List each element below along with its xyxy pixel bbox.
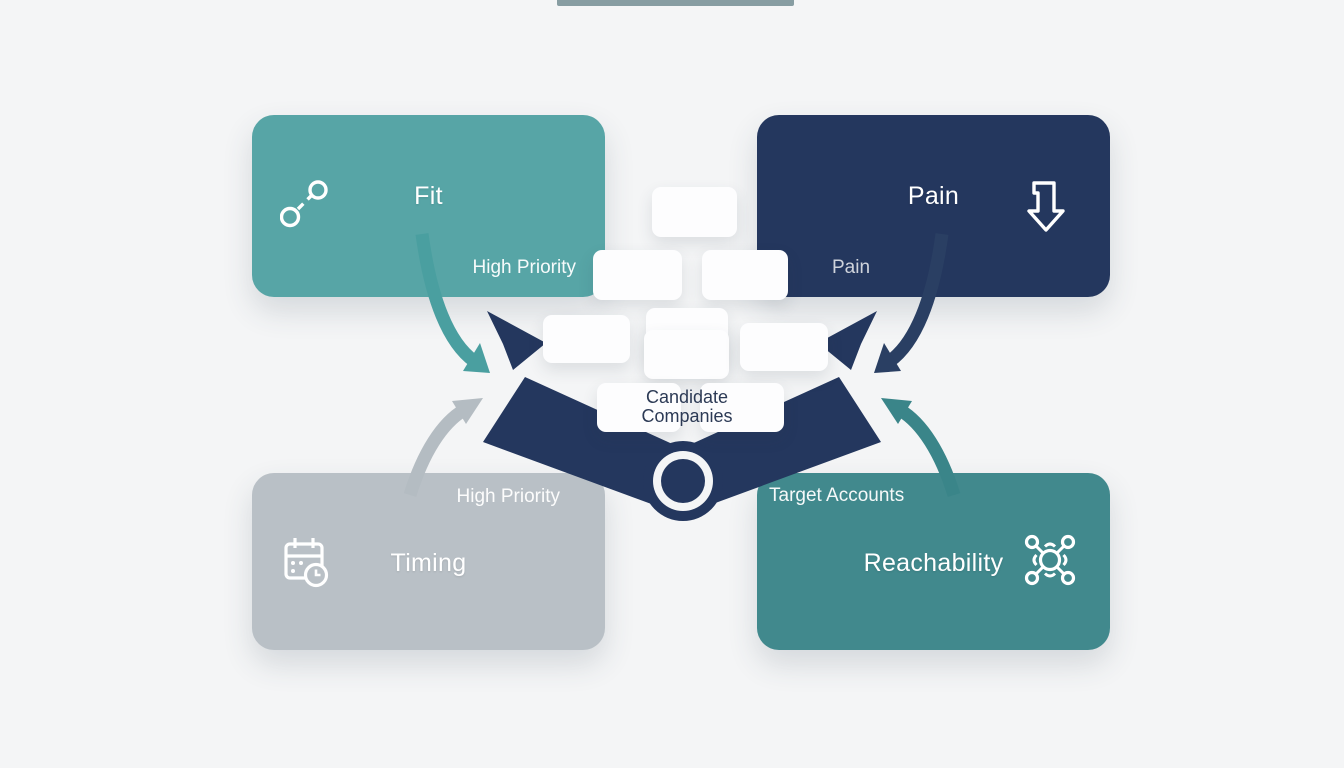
candidate-card: [702, 250, 788, 300]
candidate-card: [652, 187, 737, 237]
center-label: Candidate Companies: [641, 387, 733, 426]
quadrant-tag: High Priority: [472, 257, 576, 278]
candidate-card: [700, 383, 784, 432]
quadrant-title: Timing: [390, 549, 467, 577]
quadrant-title: Reachability: [863, 549, 1004, 577]
quadrant-tag: High Priority: [456, 486, 560, 507]
top-accent-bar: [557, 0, 794, 6]
hub-ring: [643, 441, 723, 521]
quadrant-title: Pain: [907, 182, 960, 210]
candidate-card: [597, 383, 681, 432]
candidate-card: [543, 315, 630, 363]
quadrant-reachability: Reachability Target Accounts: [757, 473, 1110, 650]
quadrant-pain: Pain Pain: [757, 115, 1110, 297]
network-hub-icon: [1024, 534, 1076, 586]
quadrant-title: Fit: [414, 182, 443, 210]
candidate-card: [740, 323, 828, 371]
candidate-card: [593, 250, 682, 300]
quadrant-tag: Pain: [832, 257, 871, 278]
candidate-card: [644, 330, 729, 379]
quadrant-fit: Fit High Priority: [252, 115, 605, 297]
quadrant-timing: Timing High Priority: [252, 473, 605, 650]
calendar-clock-icon: [284, 538, 329, 588]
link-nodes-icon: [280, 180, 328, 228]
arrow-step-down-icon: [1027, 181, 1065, 232]
quadrant-tag: Target Accounts: [769, 485, 905, 506]
